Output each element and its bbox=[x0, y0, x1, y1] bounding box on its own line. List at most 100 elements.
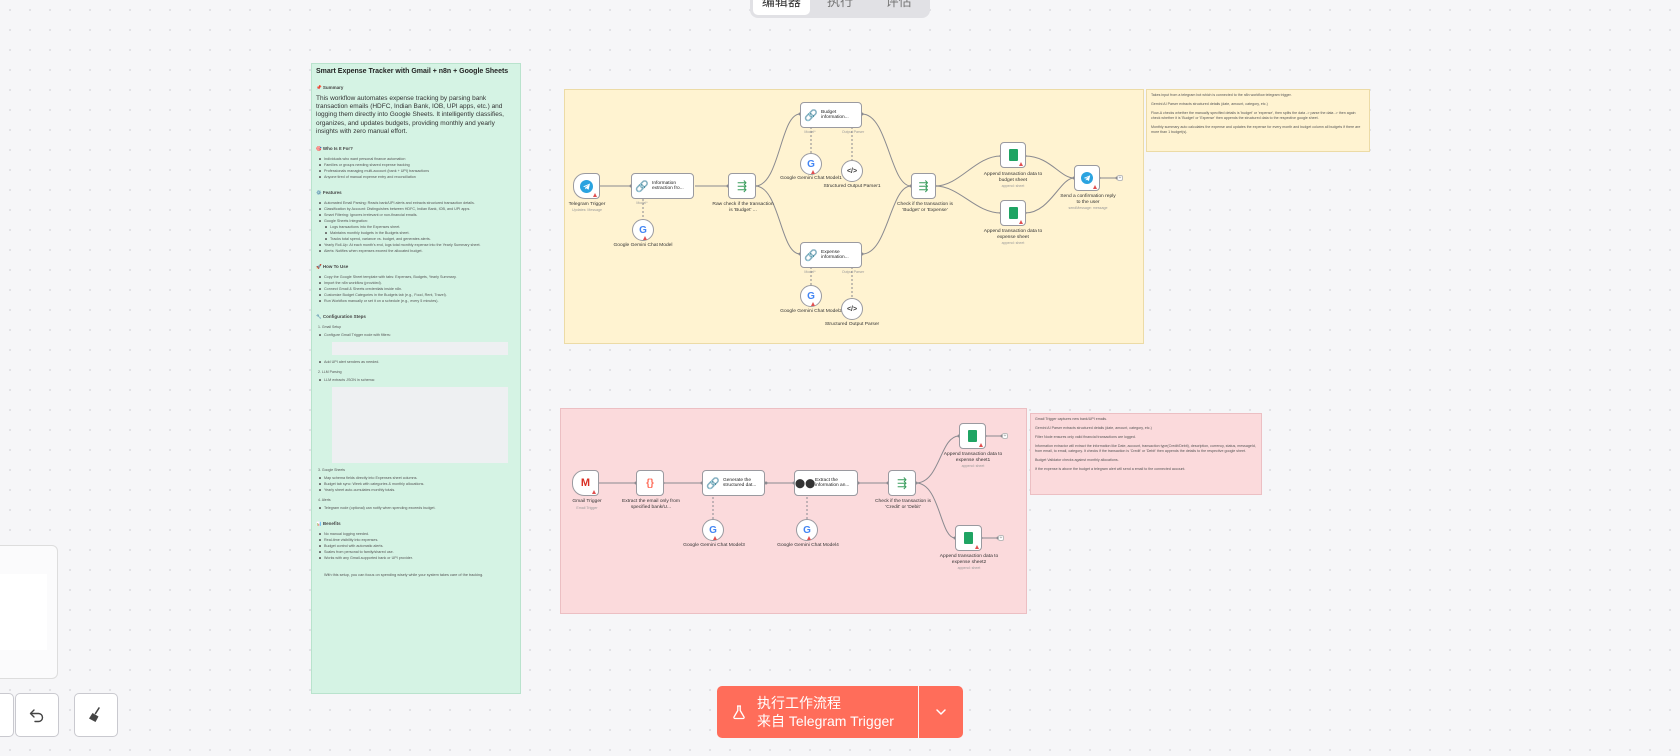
raw-check-switch-node[interactable]: ⇶ bbox=[728, 173, 756, 199]
benefits-list: No manual logging needed. Real-time visi… bbox=[316, 531, 516, 561]
switch-icon: ⇶ bbox=[736, 179, 748, 193]
node-subtitle: append: sheet bbox=[1001, 184, 1025, 188]
tab-evaluations[interactable]: 评估 bbox=[885, 0, 912, 9]
warning-icon bbox=[811, 170, 815, 174]
list-item: Import the n8n workflow (provided). bbox=[319, 280, 516, 286]
howto-list: Copy the Google Sheet template with tabs… bbox=[316, 274, 516, 304]
node-label: Structured Output Parser1 bbox=[823, 184, 881, 189]
gmail-icon: M bbox=[580, 477, 591, 489]
features-heading: ⚙️ Features bbox=[316, 190, 342, 196]
clear-canvas-button[interactable] bbox=[74, 693, 118, 737]
list-item: Tracks total spend, variance vs. budget,… bbox=[325, 236, 516, 242]
node-label: Raw check if the transaction is 'Budget'… bbox=[712, 202, 774, 213]
telegram-trigger-node[interactable] bbox=[573, 173, 600, 199]
list-item: Maintains monthly budgets in the Budgets… bbox=[325, 230, 516, 236]
node-label: Google Gemini Chat Model4 bbox=[777, 543, 839, 548]
information-extraction-node[interactable]: 🔗 Information extraction fro... bbox=[631, 173, 694, 199]
port-label: Model* bbox=[804, 130, 816, 134]
code-icon: </> bbox=[846, 305, 858, 313]
gmail-flow-sticky[interactable] bbox=[560, 408, 1027, 614]
gemini-chat-model-node[interactable]: G bbox=[632, 219, 654, 241]
warning-icon bbox=[811, 302, 815, 306]
node-label: Google Gemini Chat Model2 bbox=[780, 309, 842, 314]
list-item: Yearly Roll-Up: At each month's end, log… bbox=[319, 242, 516, 248]
node-label: Append transaction data to budget sheet bbox=[983, 172, 1043, 183]
node-label: Information extraction fro... bbox=[652, 180, 684, 192]
gmail-flow-description[interactable]: Gmail Trigger captures new bank/UPI emai… bbox=[1030, 413, 1262, 495]
node-label: Append transaction data to expense sheet… bbox=[943, 452, 1003, 463]
port-label: Output Parser bbox=[841, 270, 865, 274]
extractor-icon: ⬤⬤ bbox=[795, 477, 816, 488]
list-item: Map schema fields directly into Expenses… bbox=[319, 475, 516, 481]
telegram-icon bbox=[580, 179, 593, 193]
add-node-button[interactable]: + bbox=[998, 535, 1004, 541]
summary-sticky-note[interactable]: Smart Expense Tracker with Gmail + n8n +… bbox=[311, 63, 521, 694]
warning-icon bbox=[713, 536, 717, 540]
note-footer: With this setup, you can focus on spendi… bbox=[324, 573, 484, 578]
send-confirmation-node[interactable] bbox=[1074, 165, 1100, 191]
telegram-flow-description[interactable]: Takes input from a telegram bot which is… bbox=[1146, 89, 1370, 152]
list-item: Logs transactions into the Expenses shee… bbox=[325, 224, 516, 230]
node-subtitle: append: sheet bbox=[957, 566, 981, 570]
benefits-heading: 📊 Benefits bbox=[316, 521, 341, 527]
howto-heading: 🚀 How To Use bbox=[316, 264, 349, 270]
node-label: Google Gemini Chat Model3 bbox=[683, 543, 745, 548]
who-list: Individuals who want personal finance au… bbox=[316, 156, 516, 180]
gemini-chat-model3-node[interactable]: G bbox=[702, 519, 724, 541]
structured-output-parser1-node[interactable]: </> bbox=[841, 160, 863, 182]
generate-structured-data-node[interactable]: 🔗 Generate the structured dat... bbox=[702, 470, 765, 496]
expense-information-node[interactable]: 🔗 Expense information... bbox=[800, 242, 862, 268]
execute-workflow-button[interactable]: 执行工作流程 来自 Telegram Trigger bbox=[717, 686, 918, 738]
add-node-button[interactable]: + bbox=[1117, 175, 1123, 181]
list-item: Classification by Account: Distinguishes… bbox=[319, 206, 516, 212]
check-credit-debit-node[interactable]: ⇶ bbox=[888, 470, 916, 496]
node-subtitle: append: sheet bbox=[961, 464, 985, 468]
run-button-label: 执行工作流程 bbox=[757, 695, 841, 711]
summary-heading: 📌 Summary bbox=[316, 85, 344, 90]
zoom-tool-button[interactable] bbox=[0, 693, 14, 737]
node-subtitle: append: sheet bbox=[1001, 241, 1025, 245]
alerts-heading: 4. Alerts bbox=[318, 498, 331, 503]
link-icon: 🔗 bbox=[706, 477, 720, 490]
extract-email-code-node[interactable]: {} bbox=[636, 470, 664, 496]
view-tabs: 编辑器 执行 评估 bbox=[750, 0, 930, 18]
warning-icon bbox=[979, 443, 983, 447]
warning-icon bbox=[593, 193, 597, 197]
check-budget-expense-node[interactable]: ⇶ bbox=[911, 173, 936, 199]
node-label: Generate the structured dat... bbox=[723, 477, 757, 489]
gemini-chat-model4-node[interactable]: G bbox=[796, 519, 818, 541]
budget-information-node[interactable]: 🔗 Budget information... bbox=[800, 102, 862, 128]
node-label: Append transaction data to expense sheet bbox=[983, 229, 1043, 240]
structured-output-parser-node[interactable]: </> bbox=[841, 298, 863, 320]
list-item: Connect Gmail & Sheets credentials insid… bbox=[319, 286, 516, 292]
node-label: Check if the transaction is 'Budget' or … bbox=[897, 202, 953, 213]
list-item: Telegram node (optional) can notify when… bbox=[319, 505, 516, 511]
run-options-dropdown[interactable] bbox=[919, 686, 963, 738]
telegram-icon bbox=[1081, 172, 1093, 184]
note-line: Information extractor will extract the i… bbox=[1035, 444, 1256, 453]
note-line: Takes input from a telegram bot which is… bbox=[1151, 93, 1292, 97]
run-button-trigger: 来自 Telegram Trigger bbox=[757, 713, 894, 729]
undo-button[interactable] bbox=[15, 693, 59, 737]
tab-executions[interactable]: 执行 bbox=[827, 0, 854, 9]
tab-editor[interactable]: 编辑器 bbox=[753, 0, 810, 15]
gemini-chat-model2-node[interactable]: G bbox=[800, 285, 822, 307]
append-expense-sheet2-node[interactable] bbox=[955, 525, 982, 551]
node-label: Structured Output Parser bbox=[824, 322, 880, 327]
gemini-chat-model1-node[interactable]: G bbox=[800, 153, 822, 175]
google-icon: G bbox=[639, 224, 647, 236]
google-icon: G bbox=[709, 524, 717, 536]
add-node-button[interactable]: + bbox=[1002, 433, 1008, 439]
warning-icon bbox=[975, 545, 979, 549]
code-snippet bbox=[332, 342, 508, 356]
extract-information-node[interactable]: ⬤⬤ Extract the information an... bbox=[794, 470, 858, 496]
list-item: Alerts: Notifies when expenses exceed th… bbox=[319, 248, 516, 254]
features-list: Automated Email Parsing: Reads bank/UPI … bbox=[316, 200, 516, 254]
list-item: Professionals managing multi-account (ba… bbox=[319, 168, 516, 174]
note-line: Gemini AI Parser extracts structured det… bbox=[1151, 102, 1268, 106]
list-item: Works with any Gmail-supported bank or U… bbox=[319, 555, 516, 561]
list-item: Add UPI alert senders as needed. bbox=[319, 359, 516, 365]
node-label: Extract the information an... bbox=[815, 477, 850, 489]
warning-icon bbox=[643, 236, 647, 240]
who-heading: 🎯 Who Is It For? bbox=[316, 146, 353, 152]
